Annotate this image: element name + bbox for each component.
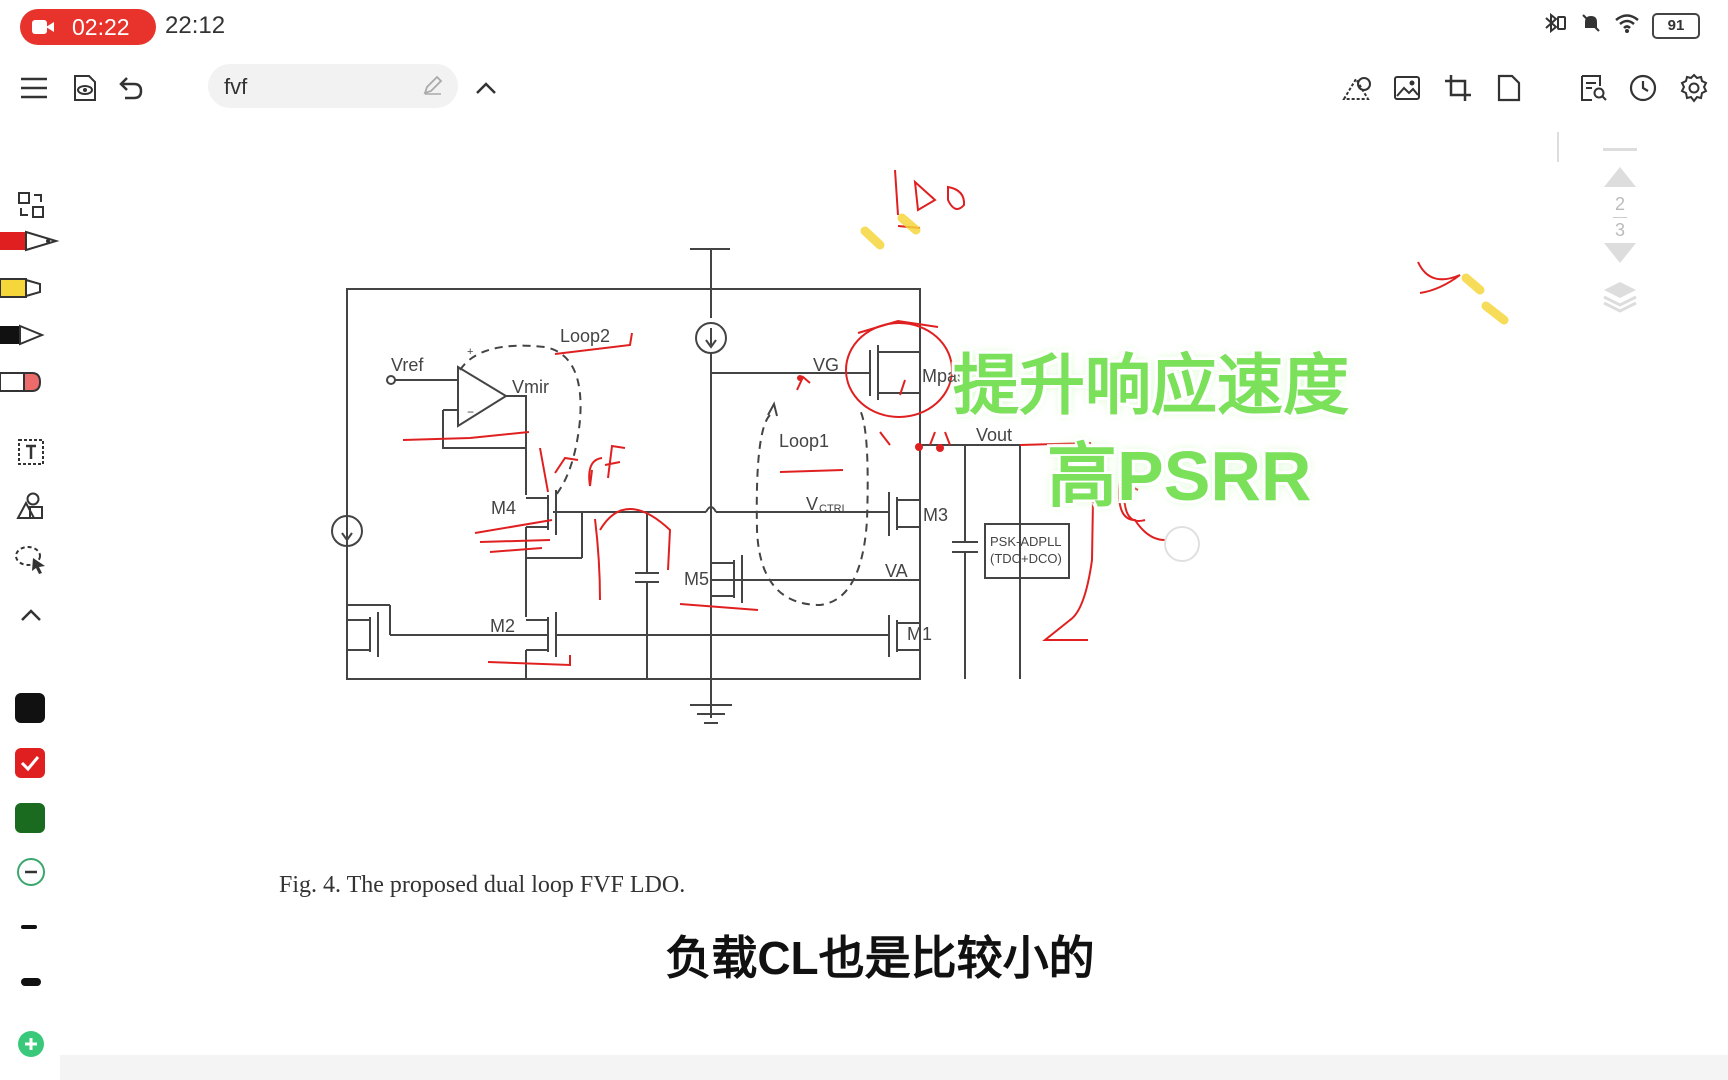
collapse-toolbar-chevron-up-icon[interactable] <box>466 68 506 108</box>
label-m3: M3 <box>923 505 948 525</box>
edit-pencil-icon[interactable] <box>422 74 444 101</box>
undo-icon[interactable] <box>110 68 150 108</box>
circuit-figure: Vref Vmir Loop2 VG Mpass Vout Loop1 M4 V… <box>331 169 1509 724</box>
crop-icon[interactable] <box>1438 68 1478 108</box>
label-mpass: Mpass <box>922 366 975 386</box>
history-clock-icon[interactable] <box>1623 68 1663 108</box>
label-vg: VG <box>813 355 839 375</box>
label-loop1: Loop1 <box>779 431 829 451</box>
checkmark-icon <box>20 756 40 772</box>
convert-icon[interactable] <box>0 183 62 227</box>
battery-indicator: 91 <box>1652 12 1700 39</box>
read-mode-icon[interactable] <box>64 68 104 108</box>
page-down-icon[interactable] <box>1598 241 1642 272</box>
label-loop2: Loop2 <box>560 326 610 346</box>
video-subtitle: 负载CL也是比较小的 <box>665 932 1095 984</box>
page-up-icon[interactable] <box>1598 163 1642 194</box>
screen-recording-indicator[interactable]: 02:22 <box>20 9 156 45</box>
lasso-select-tool-icon[interactable] <box>0 538 62 582</box>
text-tool-icon[interactable] <box>0 430 62 474</box>
recording-time: 02:22 <box>72 13 130 40</box>
tool-rail <box>0 180 62 1080</box>
layers-icon[interactable] <box>1598 278 1642 319</box>
highlight-annotation-line1: 提升响应速度 <box>953 348 1349 422</box>
label-vref: Vref <box>391 355 424 375</box>
label-vctrl-sub: CTRL <box>819 503 848 515</box>
top-toolbar <box>0 60 1728 162</box>
label-m2: M2 <box>490 616 515 636</box>
color-swatch-green[interactable] <box>15 803 45 833</box>
label-vmir: Vmir <box>512 377 549 397</box>
add-tool-plus-icon[interactable] <box>0 1022 62 1066</box>
page-number-current: 2 <box>1614 194 1625 214</box>
clock: 22:12 <box>165 12 226 39</box>
stroke-thin-icon[interactable] <box>0 905 62 949</box>
label-va: VA <box>885 561 908 581</box>
bottom-bar <box>60 1055 1728 1080</box>
mute-icon <box>1580 12 1602 39</box>
page-navigator: 2 3 <box>1598 148 1642 358</box>
svg-text:+: + <box>467 346 473 358</box>
shape-recognition-icon[interactable] <box>1337 68 1377 108</box>
page-number-total: 3 <box>1614 220 1625 240</box>
stroke-width-minus-icon[interactable] <box>0 850 62 894</box>
label-psk-adpll: PSK-ADPLL <box>990 534 1062 549</box>
toolbar-divider <box>1557 132 1559 162</box>
menu-icon[interactable] <box>14 68 54 108</box>
wifi-icon <box>1614 12 1640 39</box>
label-tdc-dco: (TDC+DCO) <box>990 551 1062 566</box>
eraser-tool-icon[interactable] <box>0 360 62 404</box>
label-m4: M4 <box>491 498 516 518</box>
document-canvas[interactable]: Vref Vmir Loop2 VG Mpass Vout Loop1 M4 V… <box>0 120 1728 1060</box>
settings-gear-icon[interactable] <box>1674 68 1714 108</box>
figure-caption: Fig. 4. The proposed dual loop FVF LDO. <box>279 872 686 898</box>
color-swatch-black[interactable] <box>15 693 45 723</box>
label-m5: M5 <box>684 569 709 589</box>
image-icon[interactable] <box>1387 68 1427 108</box>
status-bar: 02:22 22:12 91 <box>0 0 1728 54</box>
page-icon[interactable] <box>1489 68 1529 108</box>
svg-text:−: − <box>467 405 474 419</box>
label-vout: Vout <box>976 425 1012 445</box>
scroll-handle[interactable] <box>1603 148 1637 151</box>
highlighter-tool-yellow-icon[interactable] <box>0 266 62 310</box>
collapse-tools-chevron-up-icon[interactable] <box>0 593 62 637</box>
search-query: fvf <box>224 74 248 99</box>
pen-tool-red-icon[interactable] <box>0 219 62 263</box>
video-camera-icon <box>32 20 54 34</box>
highlight-annotation-line2: 高PSRR <box>1047 437 1312 515</box>
system-icons: 91 <box>1542 12 1700 39</box>
shapes-tool-icon[interactable] <box>0 484 62 528</box>
stroke-thick-icon[interactable] <box>0 960 62 1004</box>
search-field[interactable]: fvf <box>208 64 458 108</box>
bluetooth-icon <box>1542 12 1568 39</box>
pencil-tool-black-icon[interactable] <box>0 313 62 357</box>
label-m1: M1 <box>907 624 932 644</box>
search-document-icon[interactable] <box>1573 68 1613 108</box>
color-swatch-red-selected[interactable] <box>15 748 45 778</box>
label-vctrl: V <box>806 494 818 514</box>
